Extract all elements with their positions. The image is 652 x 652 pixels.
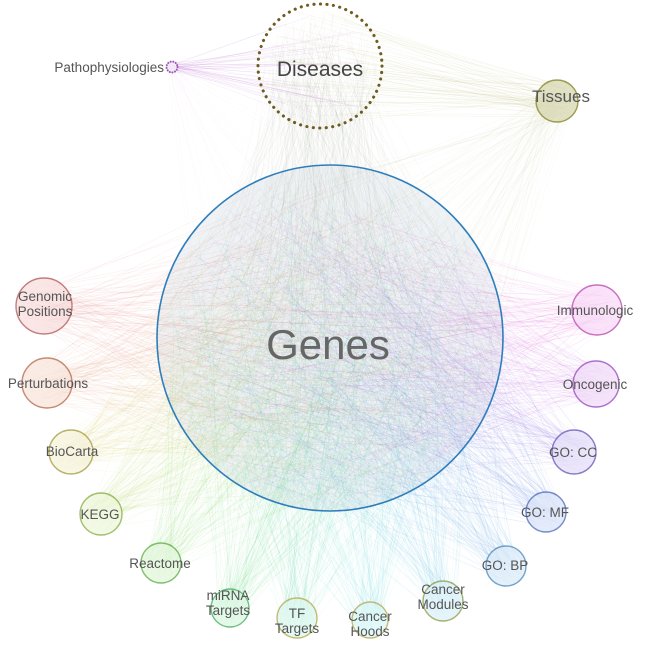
node-label-mirna-targets: miRNA	[207, 588, 250, 603]
edges-kegg-to-genes	[82, 180, 491, 532]
node-label-perturbations: Perturbations	[8, 376, 89, 391]
node-oncogenic[interactable]	[572, 360, 620, 408]
node-diseases[interactable]	[256, 2, 384, 130]
node-label-tf-targets: TF	[289, 606, 306, 621]
edges-pathophysiologies-to-genes	[167, 63, 451, 466]
edges-go-cc-to-genes	[193, 194, 592, 497]
node-label-pathophysiologies: Pathophysiologies	[54, 60, 164, 75]
node-label-reactome: Reactome	[129, 556, 191, 571]
edges-go-bp-to-genes	[188, 175, 524, 584]
node-biocarta[interactable]	[48, 429, 94, 475]
node-genes[interactable]	[156, 164, 504, 512]
edges-perturbations-to-genes	[25, 187, 475, 500]
node-label-go-bp: GO: BP	[482, 558, 529, 573]
edges-cancer-modules-to-genes	[166, 176, 483, 617]
node-tf-targets[interactable]	[276, 597, 318, 639]
node-label-genomic-positions: Positions	[18, 304, 73, 319]
edges-tissues-to-diseases	[261, 11, 573, 124]
node-cancer-modules[interactable]	[422, 580, 464, 622]
edges-genomic-positions-to-genes	[19, 177, 494, 496]
edges-diseases-to-genes	[166, 11, 495, 504]
edges-reactome-to-genes	[143, 179, 487, 581]
node-perturbations[interactable]	[21, 357, 73, 409]
node-genomic-positions[interactable]	[15, 277, 73, 335]
edge-bundles	[19, 11, 620, 636]
edges-biocarta-to-genes	[52, 172, 498, 488]
node-label-biocarta: BioCarta	[46, 444, 99, 459]
node-label-oncogenic: Oncogenic	[563, 377, 628, 392]
node-label-cancer-modules: Modules	[417, 597, 468, 612]
edges-cancer-hoods-to-genes	[173, 181, 495, 636]
node-label-immunologic: Immunologic	[557, 303, 634, 318]
node-label-mirna-targets: Targets	[206, 603, 251, 618]
edges-go-mf-to-genes	[164, 176, 564, 528]
node-pathophysiologies[interactable]	[165, 60, 179, 74]
edges-oncogenic-to-genes	[172, 198, 615, 492]
node-label-cancer-hoods: Hoods	[350, 624, 389, 639]
node-label-go-cc: GO: CC	[549, 445, 597, 460]
edges-pathophysiologies-to-diseases	[167, 16, 364, 124]
node-kegg[interactable]	[79, 492, 123, 536]
node-label-genes: Genes	[266, 321, 390, 368]
node-tissues[interactable]	[535, 79, 579, 123]
node-label-cancer-hoods: Cancer	[348, 609, 392, 624]
node-reactome[interactable]	[140, 542, 182, 584]
node-label-tissues: Tissues	[532, 87, 590, 106]
node-go-cc[interactable]	[551, 429, 597, 475]
node-mirna-targets[interactable]	[210, 588, 250, 628]
node-go-bp[interactable]	[485, 545, 527, 587]
node-label-go-mf: GO: MF	[521, 505, 569, 520]
edges-immunologic-to-genes	[176, 196, 620, 499]
node-label-diseases: Diseases	[277, 58, 363, 81]
node-label-kegg: KEGG	[80, 507, 119, 522]
node-label-genomic-positions: Genomic	[18, 289, 72, 304]
node-cancer-hoods[interactable]	[351, 601, 389, 639]
edges-tf-targets-to-genes	[169, 170, 485, 636]
edges-mirna-targets-to-genes	[170, 190, 490, 624]
node-immunologic[interactable]	[571, 284, 623, 336]
genes-interior-fill	[157, 165, 503, 511]
node-go-mf[interactable]	[525, 491, 567, 533]
node-label-tf-targets: Targets	[275, 621, 320, 636]
node-label-cancer-modules: Cancer	[421, 582, 465, 597]
